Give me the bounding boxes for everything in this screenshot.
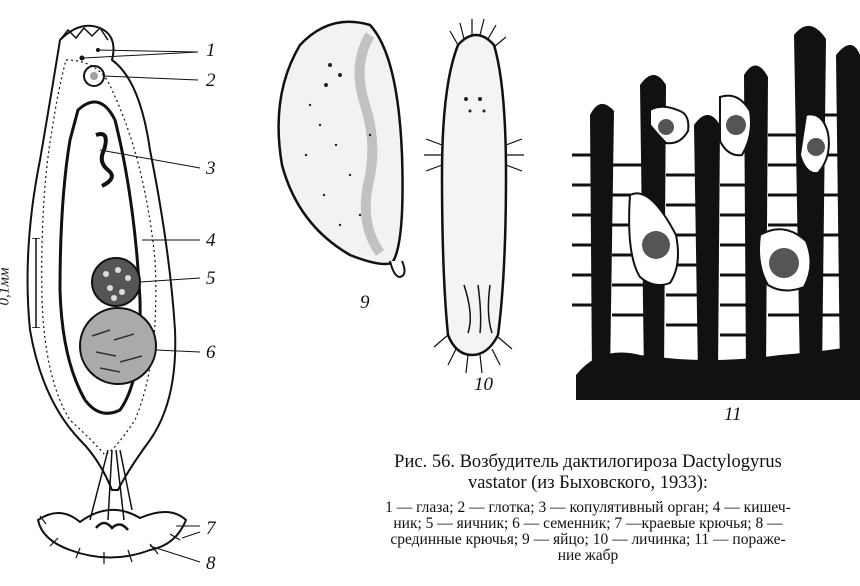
egg-drawing [270,15,420,295]
caption-legend-line-4: ние жабр [328,548,848,564]
scale-bar: 0,1мм [6,238,30,328]
callout-5: 5 [206,268,216,290]
panel-number-11: 11 [724,404,742,426]
panel-number-9: 9 [360,292,370,314]
figure-caption: Рис. 56. Возбудитель дактилогироза Dacty… [328,452,848,564]
callout-1: 1 [206,40,216,62]
scale-label: 0,1мм [0,268,13,306]
larva-drawing [408,15,543,375]
callout-2: 2 [206,70,216,92]
callout-7: 7 [206,518,216,540]
callout-6: 6 [206,342,216,364]
caption-legend: 1 — глаза; 2 — глотка; 3 — копулятивный … [328,500,848,564]
caption-title-line-1: Рис. 56. Возбудитель дактилогироза Dacty… [328,452,848,473]
callout-3: 3 [206,158,216,180]
callout-8: 8 [206,553,216,575]
scale-line [32,238,56,328]
caption-legend-line-3: срединные крючья; 9 — яйцо; 10 — личинка… [328,532,848,548]
panel-number-10: 10 [474,374,493,396]
caption-title-line-2: vastator (из Быховского, 1933): [328,473,848,494]
gill-damage-drawing [570,15,860,400]
caption-legend-line-1: 1 — глаза; 2 — глотка; 3 — копулятивный … [328,500,848,516]
caption-legend-line-2: ник; 5 — яичник; 6 — семенник; 7 —краевы… [328,516,848,532]
callout-4: 4 [206,230,216,252]
